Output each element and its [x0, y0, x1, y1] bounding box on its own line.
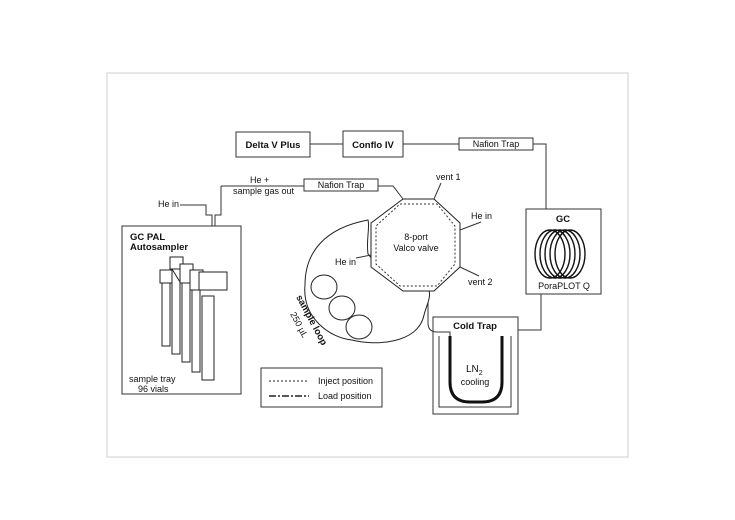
valve-label-1: 8-port [404, 232, 428, 242]
sample-loop: sample loop 250 µL [288, 219, 430, 348]
vent-2-line [459, 266, 480, 277]
vent-2-label: vent 2 [468, 277, 493, 287]
u-trap-tube [448, 336, 504, 404]
nafion-trap-top-label: Nafion Trap [473, 139, 520, 149]
he-in-valve-right-label: He in [471, 211, 492, 221]
he-sample-out-label-2: sample gas out [233, 186, 295, 196]
nafion-trap-mid: Nafion Trap [303, 178, 379, 192]
column-coil-icon [534, 229, 586, 279]
he-sample-out-label-1: He + [250, 175, 269, 185]
vial-rack-icon [159, 256, 228, 381]
sample-tray-label-2: 96 vials [138, 384, 169, 394]
vent-1-label: vent 1 [436, 172, 461, 182]
valve-to-nafion-line [378, 185, 404, 200]
legend: Inject position Load position [260, 367, 383, 408]
he-in-left-valve-line [355, 254, 372, 259]
he-in-right-line [459, 221, 482, 231]
sample-tray-label-1: sample tray [129, 374, 176, 384]
vent-1-line [433, 182, 442, 200]
he-in-left-label: He in [158, 199, 179, 209]
he-in-valve-left-label: He in [335, 257, 356, 267]
autosampler-label-2: Autosampler [130, 242, 188, 253]
column-label: PoraPLOT Q [538, 281, 590, 291]
autosampler-label-1: GC PAL [130, 232, 165, 243]
conflo-iv-label: Conflo IV [352, 140, 394, 151]
valve-to-coldtrap-line [427, 299, 451, 336]
diagram-frame [106, 72, 629, 458]
dewar-icon [438, 336, 512, 408]
cold-trap-box: Cold Trap LN2 cooling [432, 316, 519, 415]
legend-inject-label: Inject position [318, 376, 373, 386]
delta-v-plus-box: Delta V Plus [235, 131, 311, 158]
gc-box: GC PoraPLOT Q [525, 208, 602, 295]
ln2-cooling-label: cooling [461, 377, 490, 387]
delta-v-plus-label: Delta V Plus [246, 140, 301, 151]
ln2-label: LN2 [466, 364, 483, 377]
cold-trap-label: Cold Trap [453, 321, 497, 332]
nafion-trap-mid-label: Nafion Trap [318, 180, 365, 190]
autosampler-box: GC PAL Autosampler sample tray 96 vials [121, 225, 242, 395]
nafion-trap-top: Nafion Trap [458, 137, 534, 151]
valco-valve: 8-port Valco valve [370, 198, 461, 292]
conflo-iv-box: Conflo IV [342, 130, 404, 158]
legend-load-label: Load position [318, 391, 372, 401]
gc-label: GC [556, 214, 570, 225]
nafion-to-gc-line [533, 143, 547, 209]
valve-label-2: Valco valve [393, 243, 438, 253]
